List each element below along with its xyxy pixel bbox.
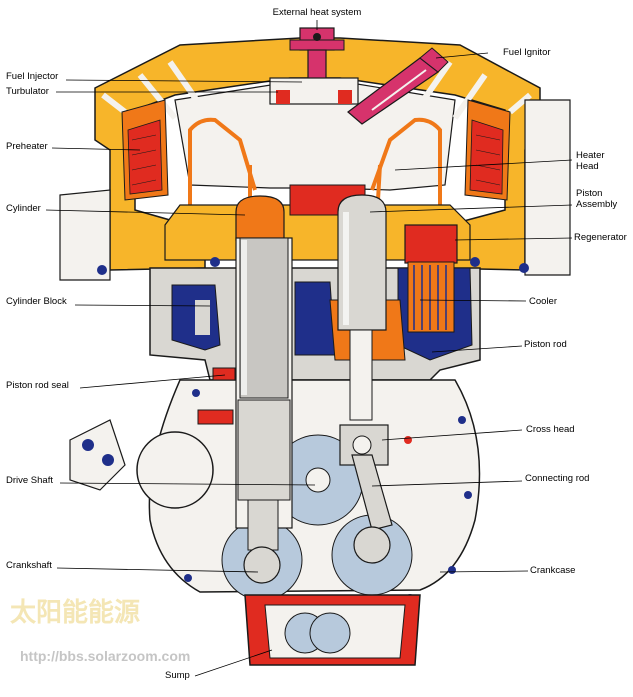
label-piston-assembly: Piston Assembly (576, 188, 618, 210)
label-preheater: Preheater (6, 141, 48, 152)
label-external-heat-system: External heat system (272, 7, 362, 18)
label-crankshaft: Crankshaft (6, 560, 52, 571)
label-heater-head: Heater Head (576, 150, 605, 172)
label-fuel-injector: Fuel Injector (6, 71, 59, 82)
label-connecting-rod: Connecting rod (525, 473, 590, 484)
external-heat-system (94, 37, 541, 271)
label-piston-rod-seal: Piston rod seal (6, 380, 69, 391)
turbulator (269, 77, 359, 105)
label-cross-head: Cross head (526, 424, 575, 435)
leader-lines (45, 20, 573, 677)
label-regenerator: Regenerator (574, 232, 627, 243)
label-turbulator: Turbulator (6, 86, 49, 97)
right-cylinder-assembly (337, 194, 393, 564)
side-flanges (59, 99, 571, 281)
label-cooler: Cooler (529, 296, 557, 307)
watermark-logo: 太阳能能源 (10, 597, 141, 627)
left-cylinder-assembly (235, 195, 293, 584)
label-cylinder: Cylinder (6, 203, 41, 214)
seal-lower (197, 409, 234, 425)
piston-rod-seal (212, 367, 236, 381)
sump (244, 594, 421, 666)
regenerator (404, 224, 458, 333)
preheater-left (121, 99, 169, 201)
label-crankcase: Crankcase (530, 565, 576, 576)
watermark-url: http://bbs.solarzoom.com (20, 648, 191, 664)
fuel-injector-nozzle (289, 27, 345, 81)
fuel-ignitor (347, 47, 449, 125)
label-drive-shaft: Drive Shaft (6, 475, 53, 486)
label-fuel-ignitor: Fuel Ignitor (503, 47, 551, 58)
label-cylinder-block: Cylinder Block (6, 296, 67, 307)
heater-head-tubes (188, 117, 442, 210)
preheater-right (464, 99, 511, 201)
label-sump: Sump (165, 670, 190, 681)
label-piston-rod: Piston rod (524, 339, 567, 350)
